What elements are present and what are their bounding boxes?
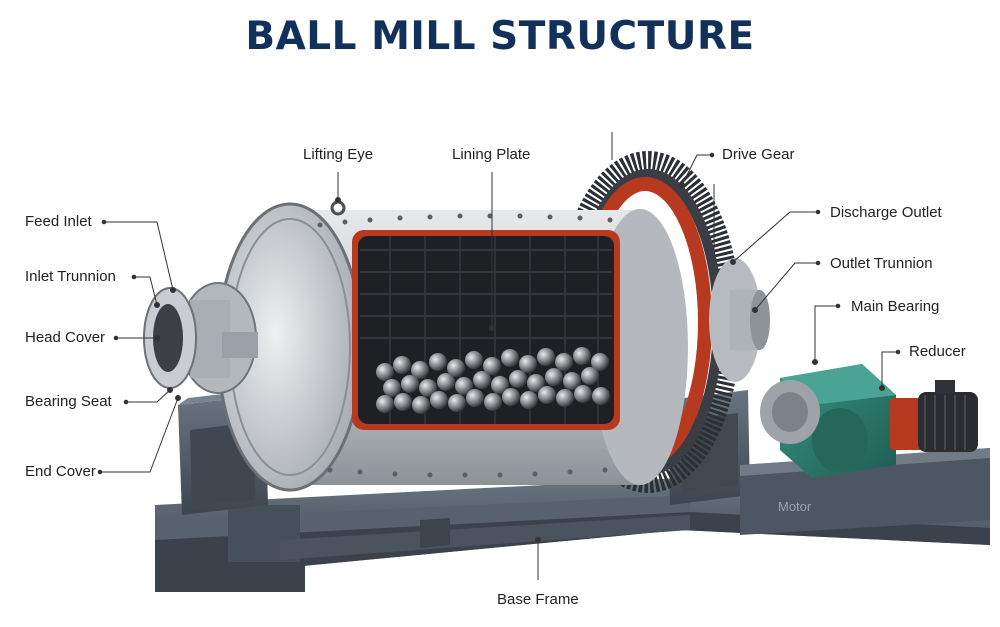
label-drive-gear: Drive Gear [722, 146, 795, 163]
outlet-trunnion [709, 258, 770, 382]
label-main-bearing: Main Bearing [851, 298, 940, 315]
leader-lines [97, 132, 901, 580]
label-bearing-seat: Bearing Seat [25, 393, 112, 410]
grinding-balls [376, 347, 610, 414]
label-head-cover: Head Cover [25, 329, 106, 346]
label-inlet-trunnion: Inlet Trunnion [25, 268, 116, 285]
label-reducer: Reducer [909, 343, 966, 360]
label-base-frame: Base Frame [497, 591, 579, 608]
pinion-housing [760, 380, 820, 444]
drive-motor [890, 380, 978, 452]
label-discharge-outlet: Discharge Outlet [830, 204, 942, 221]
diagram-title: BALL MILL STRUCTURE [245, 14, 755, 59]
label-end-cover: End Cover [25, 463, 96, 480]
label-lifting-eye: Lifting Eye [303, 146, 374, 163]
label-lining-plate: Lining Plate [452, 146, 531, 163]
label-feed-inlet: Feed Inlet [25, 213, 92, 230]
label-outlet-trunnion: Outlet Trunnion [830, 255, 933, 272]
shell-bolts [317, 213, 613, 478]
motor-embossed-text: Motor [778, 499, 812, 514]
